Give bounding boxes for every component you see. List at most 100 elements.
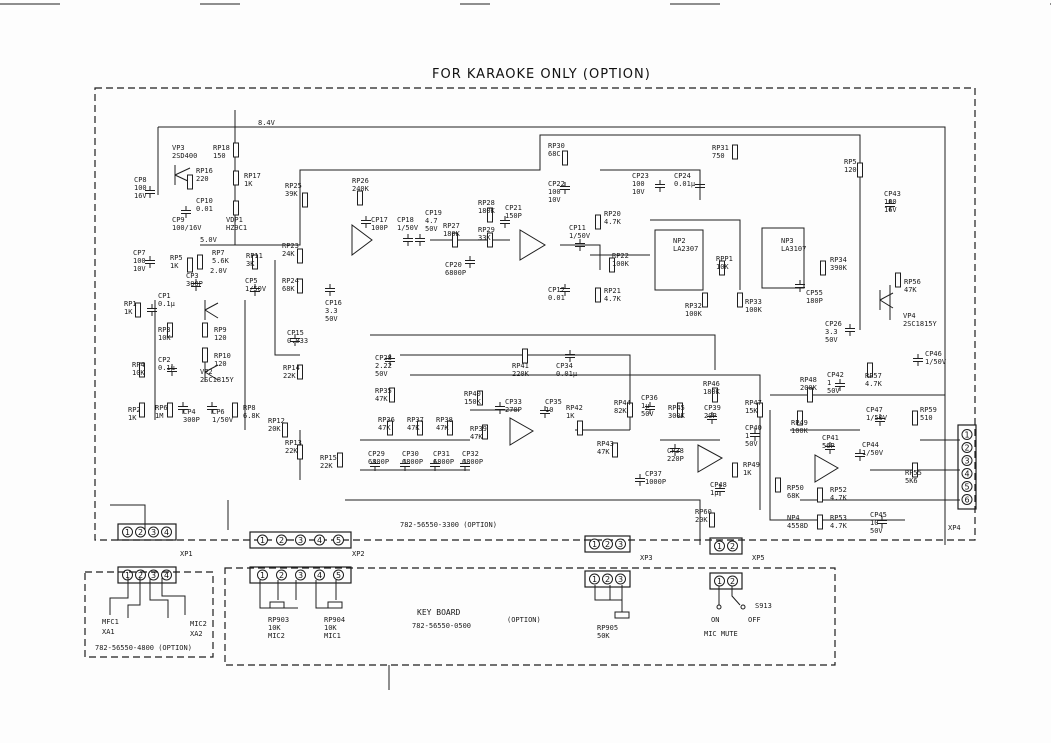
capacitor-body — [795, 280, 805, 292]
connector-pin — [257, 569, 268, 581]
resistor-body — [282, 422, 288, 438]
resistor-body — [775, 477, 781, 493]
connector-pin — [602, 573, 613, 585]
connector-pin — [333, 534, 344, 546]
jack-xa2-label: XA2 — [190, 630, 203, 638]
connector-pin-number: 2 — [279, 536, 284, 545]
capacitor-body — [415, 234, 425, 246]
resistor-body — [252, 254, 258, 270]
capacitor-body — [430, 459, 440, 471]
resistor-body — [857, 162, 863, 178]
connector-pin-number: 2 — [730, 542, 735, 551]
capacitor-body — [635, 474, 645, 486]
connector-pin-number: 6 — [965, 496, 970, 505]
capacitor-body — [250, 284, 260, 296]
op-amps — [351, 224, 839, 483]
ic-np3 — [761, 227, 805, 289]
connector-pin — [589, 573, 600, 585]
resistor-body — [232, 402, 238, 418]
connector-pin-number: 1 — [592, 540, 597, 549]
connector-pin-number: 2 — [138, 571, 143, 580]
resistor-body — [387, 420, 393, 436]
voltage-label-2v: 2.0V — [210, 267, 228, 275]
resistor-body — [487, 232, 493, 248]
capacitor-body — [495, 402, 505, 414]
mic-board-wiring — [109, 578, 186, 618]
resistor-body — [297, 364, 303, 380]
capacitor-body — [147, 304, 157, 316]
connector-pin — [295, 569, 306, 581]
connector-pin-number: 2 — [138, 528, 143, 537]
resistor-body — [197, 254, 203, 270]
keyboard-outline — [224, 567, 836, 666]
keyboard-name: KEY BOARD — [417, 608, 461, 617]
connector-pin — [961, 455, 973, 466]
capacitor-body — [500, 216, 510, 228]
capacitor-body — [560, 284, 570, 296]
resistor-body — [187, 257, 193, 273]
connector-pin-number: 1 — [717, 577, 722, 586]
connector-pin — [615, 538, 626, 550]
connector-xp2-label: XP2 — [352, 550, 365, 558]
connector-pin-number: 5 — [336, 571, 341, 580]
resistor-body — [562, 150, 568, 166]
resistor-body — [737, 292, 743, 308]
capacitor-body — [750, 429, 760, 441]
resistor-body — [139, 402, 145, 418]
connector-pin-number: 4 — [965, 470, 970, 479]
connector-pin — [135, 526, 146, 538]
connector-pin — [148, 526, 159, 538]
connector-pin-number: 2 — [605, 575, 610, 584]
capacitor-body — [877, 516, 887, 528]
capacitor-body — [715, 484, 725, 496]
capacitor-body — [825, 442, 835, 454]
connector-pin — [714, 540, 725, 552]
capacitor-body — [325, 284, 335, 296]
resistor-body — [522, 348, 528, 364]
transistor-vp1 — [204, 300, 219, 320]
page-title: FOR KARAOKE ONLY (OPTION) — [432, 67, 651, 82]
connector-pin — [295, 534, 306, 546]
capacitor-body — [361, 216, 371, 228]
component-marks — [135, 142, 923, 530]
resistor-body — [820, 260, 826, 276]
resistor-body — [447, 420, 453, 436]
resistor-body — [233, 200, 239, 216]
